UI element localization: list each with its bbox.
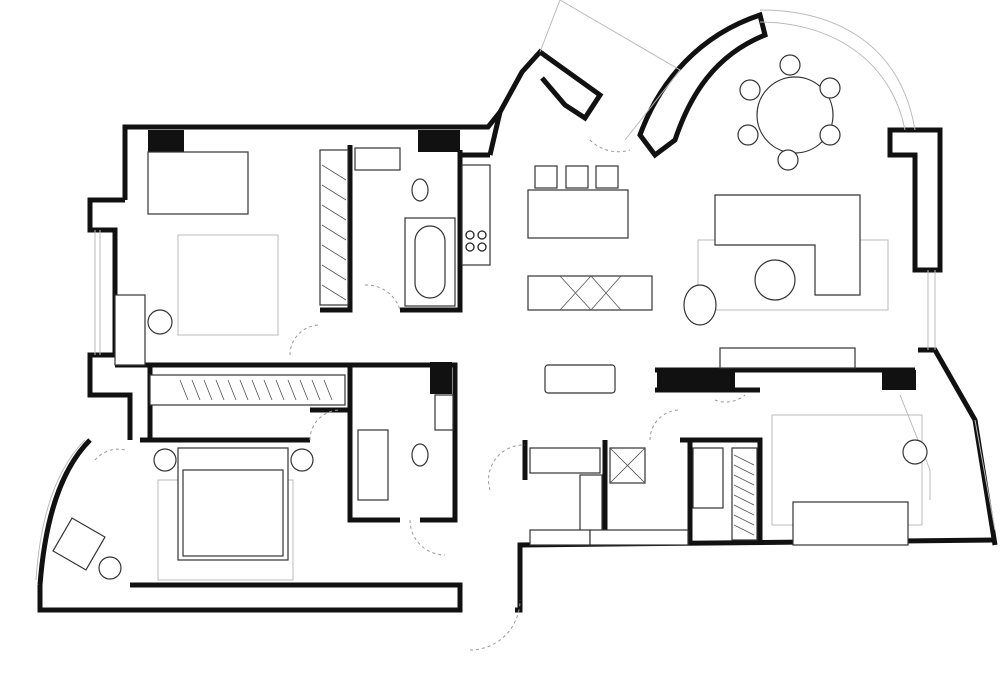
utility-rooms xyxy=(529,447,724,546)
bar-stool xyxy=(595,165,619,189)
bed-duvet xyxy=(182,469,284,557)
hob-burner xyxy=(465,230,475,240)
shoe-cabinet xyxy=(529,529,591,546)
wardrobe-hanging xyxy=(321,164,347,301)
wardrobe xyxy=(149,374,346,406)
wall-south-right xyxy=(515,537,996,613)
dining-chair xyxy=(819,124,841,146)
wall-bedroom1-bath xyxy=(320,145,353,313)
curved-window xyxy=(759,9,916,131)
wall-bath1-bottom xyxy=(400,150,463,313)
door-swing xyxy=(94,448,126,461)
column xyxy=(430,362,452,394)
dining-chair xyxy=(819,77,841,99)
rug xyxy=(177,234,279,336)
kitchen-island xyxy=(527,189,629,239)
door-swing xyxy=(309,409,341,441)
wardrobe-hanging xyxy=(179,379,333,401)
vanity xyxy=(357,429,389,501)
wall-right-lower xyxy=(918,347,998,546)
chair xyxy=(902,439,928,465)
right-window xyxy=(927,270,996,531)
balcony-outline xyxy=(539,0,681,141)
bathtub-basin xyxy=(414,225,446,299)
dining-area xyxy=(737,54,841,171)
column xyxy=(148,130,184,152)
kitchen xyxy=(461,164,653,394)
nightstand xyxy=(290,448,314,472)
door-swing xyxy=(649,409,681,441)
dining-chair xyxy=(777,149,799,171)
dining-chair xyxy=(737,124,759,146)
nightstand xyxy=(153,448,177,472)
bed xyxy=(147,151,249,215)
kitchen-counter xyxy=(461,164,491,266)
wall-north-left xyxy=(122,110,502,200)
windows xyxy=(35,0,996,581)
wardrobe xyxy=(319,149,349,306)
bar-stool xyxy=(534,165,558,189)
armchair xyxy=(683,284,717,326)
toilet xyxy=(411,178,429,202)
washer-mark xyxy=(609,447,646,484)
dining-chair xyxy=(779,54,801,76)
entry-door-swing xyxy=(469,599,521,651)
door-swing xyxy=(589,139,631,153)
living-room xyxy=(683,194,889,369)
wall-bedroom-arc xyxy=(37,438,92,586)
wardrobe-hanging xyxy=(733,454,755,536)
walls xyxy=(37,11,998,613)
cabinet-hatch xyxy=(559,275,622,311)
cabinet xyxy=(434,394,454,431)
bathroom-2 xyxy=(357,394,454,501)
desk-outline xyxy=(899,394,931,500)
sectional-sofa xyxy=(714,194,861,296)
kitchen-cabinet xyxy=(527,275,653,311)
coffee-table xyxy=(754,259,796,301)
hob-burner xyxy=(477,230,487,240)
hob-burner xyxy=(465,242,475,252)
desk xyxy=(114,294,146,366)
sink xyxy=(354,147,401,171)
bathroom-1 xyxy=(354,147,456,307)
armchair xyxy=(52,517,106,571)
wall-south-left xyxy=(37,582,463,613)
columns xyxy=(148,130,916,394)
bed xyxy=(792,501,909,546)
door-swing xyxy=(364,284,401,311)
wall-right-upper xyxy=(887,127,943,273)
bedroom-1 xyxy=(114,149,349,366)
column xyxy=(882,370,916,390)
left-window xyxy=(35,230,101,581)
ottoman xyxy=(544,364,616,394)
closet xyxy=(529,447,601,474)
chair xyxy=(147,309,173,335)
bedroom-2 xyxy=(52,374,346,581)
door-swing xyxy=(409,519,446,556)
column xyxy=(657,372,735,392)
door-swing xyxy=(714,394,746,403)
closet xyxy=(579,474,603,536)
dining-chair xyxy=(739,79,761,101)
bedroom-3 xyxy=(731,394,931,546)
doors xyxy=(94,139,746,651)
toilet xyxy=(411,443,429,467)
bar-stool xyxy=(565,165,589,189)
side-table xyxy=(98,556,122,580)
column xyxy=(418,130,460,152)
hob-burner xyxy=(477,242,487,252)
sink-cabinet xyxy=(692,447,724,509)
door-swing xyxy=(488,444,526,491)
wall-entry-angled xyxy=(487,48,604,156)
wall-arc-living xyxy=(637,11,768,159)
door-swing xyxy=(289,324,321,356)
counter xyxy=(589,529,689,546)
tv-console xyxy=(719,347,856,369)
wall-bath2 xyxy=(347,362,458,523)
